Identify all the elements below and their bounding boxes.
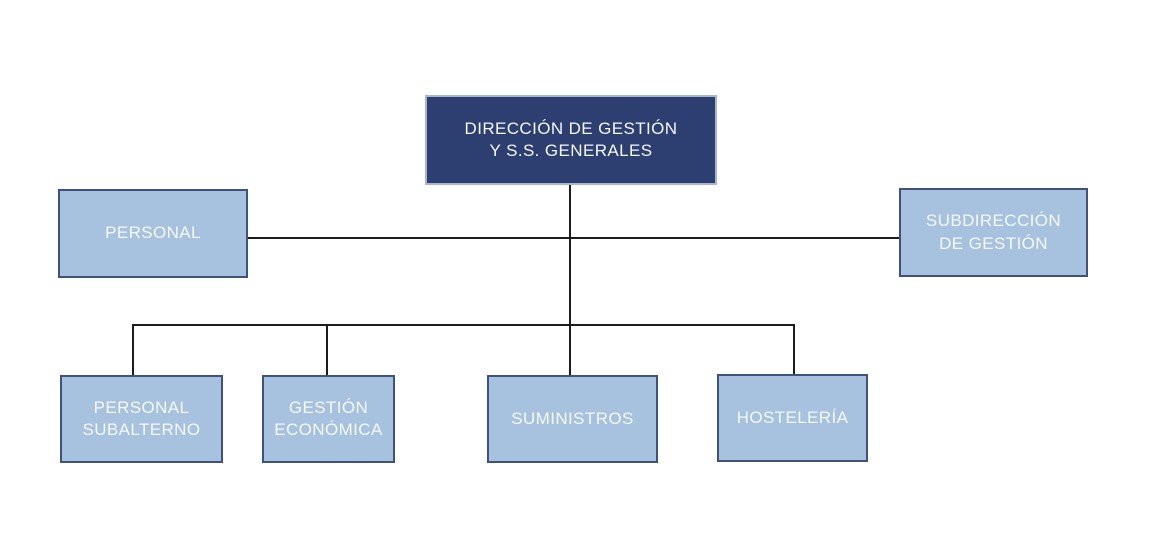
node-gestion-economica: GESTIÓN ECONÓMICA bbox=[262, 375, 395, 463]
node-personal-subalterno: PERSONAL SUBALTERNO bbox=[60, 375, 223, 463]
node-subdireccion-de-gestion: SUBDIRECCIÓN DE GESTIÓN bbox=[899, 188, 1088, 277]
connector-departments-horizontal bbox=[132, 324, 795, 326]
connector-root-vertical bbox=[569, 185, 571, 375]
node-suministros: SUMINISTROS bbox=[487, 375, 658, 463]
node-personal: PERSONAL bbox=[58, 189, 248, 278]
connector-staff-horizontal bbox=[248, 237, 899, 239]
connector-drop-hosteleria bbox=[793, 324, 795, 374]
node-direccion-de-gestion: DIRECCIÓN DE GESTIÓN Y S.S. GENERALES bbox=[425, 95, 717, 185]
connector-drop-gestion-economica bbox=[326, 324, 328, 375]
node-hosteleria: HOSTELERÍA bbox=[717, 374, 868, 462]
connector-drop-personal-subalterno bbox=[132, 324, 134, 375]
